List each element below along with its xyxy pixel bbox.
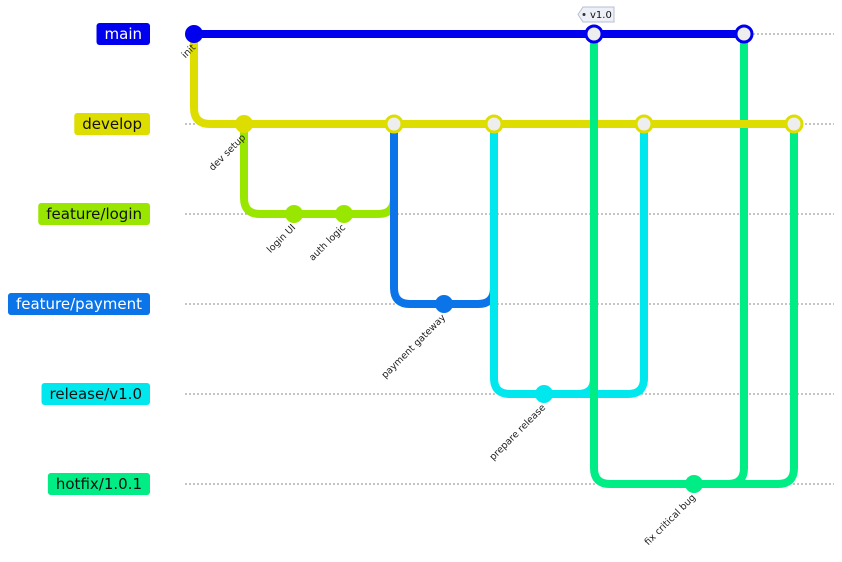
branch-labels: main develop feature/login feature/payment r…	[7, 23, 150, 495]
tag-text: v1.0	[590, 10, 612, 21]
commit-c4	[384, 114, 404, 134]
branch-label-release: release/v1.0	[41, 383, 150, 405]
commit-label-c3: auth logic	[307, 222, 348, 263]
branch-label-hotfix: hotfix/1.0.1	[47, 473, 150, 495]
commit-c1	[235, 115, 253, 133]
lane-lines	[185, 33, 834, 485]
tag-box	[577, 6, 615, 23]
edge-c7-c9	[540, 120, 648, 398]
commit-label-c10: fix critical bug	[643, 492, 699, 548]
commit-label-c2: login UI	[265, 222, 298, 255]
commit-c10	[685, 475, 703, 493]
branch-label-text: develop	[82, 115, 142, 133]
branch-label-text: main	[105, 25, 142, 43]
branch-label-text: hotfix/1.0.1	[56, 475, 142, 493]
tag-hole	[582, 13, 586, 16]
branch-label-text: feature/login	[46, 205, 142, 223]
branch-label-box	[41, 383, 150, 405]
edge-c4-c5	[390, 120, 448, 308]
edge-c1-c2	[240, 120, 298, 218]
branch-label-feature_payment: feature/payment	[7, 293, 150, 315]
branch-label-feature_login: feature/login	[38, 203, 150, 225]
commit-c7	[535, 385, 553, 403]
branch-label-box	[74, 113, 150, 135]
commit-c3	[335, 205, 353, 223]
tags: v1.0	[577, 6, 615, 23]
branch-label-develop: develop	[74, 113, 150, 135]
commit-c2	[285, 205, 303, 223]
commit-label-c5: payment gateway	[380, 312, 449, 381]
branch-label-box	[38, 203, 150, 225]
edge-c10-c12	[690, 120, 798, 488]
branch-label-box	[47, 473, 150, 495]
branch-label-text: release/v1.0	[50, 385, 142, 403]
commit-c8	[584, 24, 604, 44]
commit-c12	[784, 114, 804, 134]
commit-c6	[484, 114, 504, 134]
commit-c5	[435, 295, 453, 313]
branch-label-main: main	[96, 23, 150, 45]
commit-label-c7: prepare release	[488, 402, 549, 463]
edge-c8-c10	[590, 30, 698, 488]
commit-dots	[185, 24, 804, 493]
branch-label-box	[7, 293, 150, 315]
commit-c9	[634, 114, 654, 134]
edge-c10-c11	[690, 30, 748, 488]
commit-c11	[734, 24, 754, 44]
commit-c0	[185, 25, 203, 43]
edge-c0-c1	[190, 30, 248, 128]
edge-c3-c4	[340, 120, 398, 218]
branch-edges	[190, 30, 798, 488]
branch-label-text: feature/payment	[16, 295, 142, 313]
tag-v1.0: v1.0	[577, 6, 615, 23]
branch-label-box	[96, 23, 150, 45]
edge-c6-c7	[490, 120, 548, 398]
